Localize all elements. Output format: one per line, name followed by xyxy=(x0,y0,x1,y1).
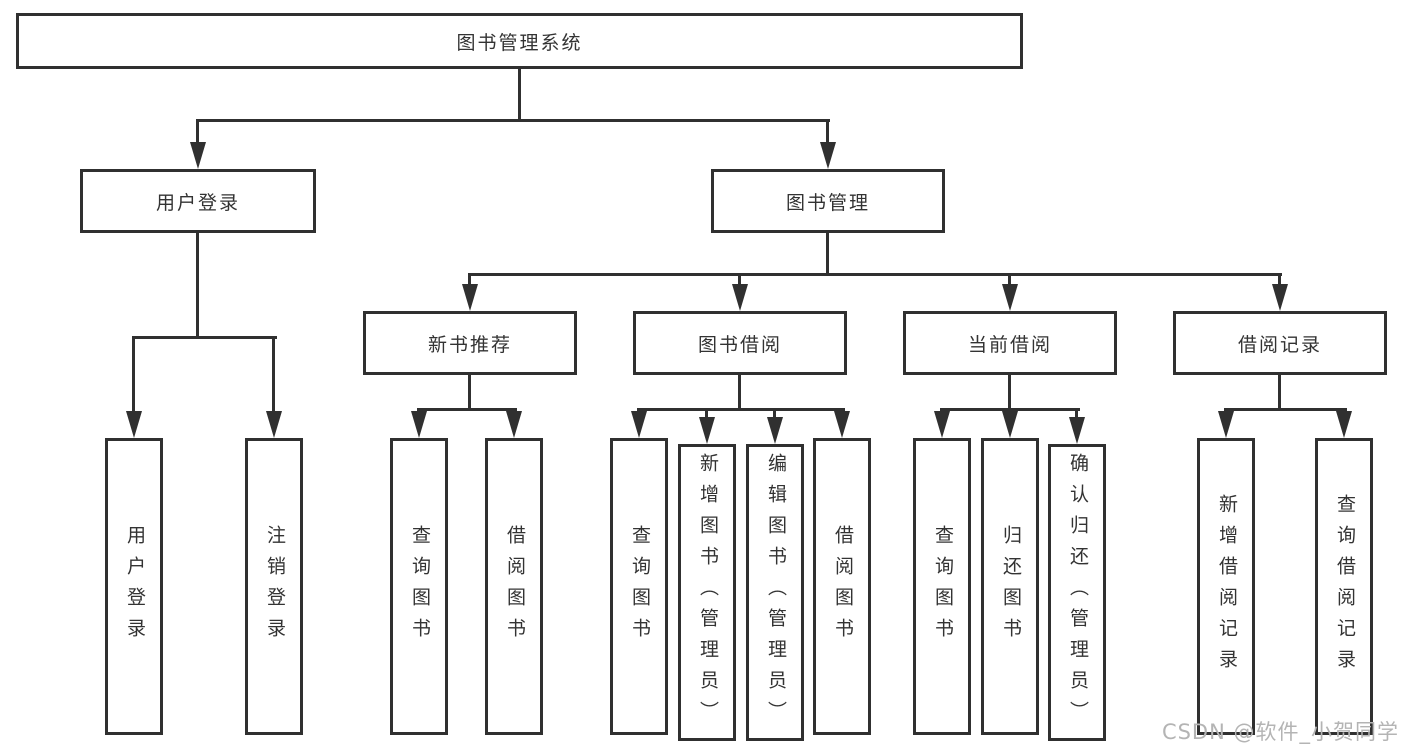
arrowhead-to-login-leaf xyxy=(126,411,142,438)
arrowhead-to-book-borrow xyxy=(732,284,748,311)
node-root-label: 图书管理系统 xyxy=(456,31,583,54)
node-book-borrow: 图书借阅 xyxy=(633,311,847,375)
connector-mgmt-stub-3 xyxy=(1008,273,1011,286)
node-book-mgmt: 图书管理 xyxy=(711,169,945,233)
node-user-login-label: 用户登录 xyxy=(155,191,240,214)
leaf-cb-return-book-label: 归还图书 xyxy=(999,524,1022,649)
connector-login-hline xyxy=(132,336,277,339)
connector-root-hline xyxy=(196,119,830,122)
connector-root-vline xyxy=(518,69,521,122)
node-book-borrow-label: 图书借阅 xyxy=(697,333,782,356)
arrowhead-to-logout-leaf xyxy=(266,411,282,438)
arrowhead-to-bb-query-book xyxy=(631,411,647,438)
leaf-user-login: 用户登录 xyxy=(105,438,163,735)
arrowhead-to-new-book-rec xyxy=(462,284,478,311)
leaf-br-query-record-label: 查询借阅记录 xyxy=(1333,493,1356,680)
leaf-cb-confirm-return: 确认归还（管理员） xyxy=(1048,444,1106,741)
leaf-bb-query-book-label: 查询图书 xyxy=(628,524,651,649)
node-book-mgmt-label: 图书管理 xyxy=(785,191,870,214)
connector-borrow-hline xyxy=(637,408,845,411)
leaf-rec-borrow-book-label: 借阅图书 xyxy=(503,524,526,649)
leaf-rec-query-book-label: 查询图书 xyxy=(408,524,431,649)
connector-records-vline xyxy=(1278,375,1281,410)
arrowhead-to-bb-borrow-book xyxy=(834,411,850,438)
connector-current-stub-3 xyxy=(1075,408,1078,419)
leaf-bb-add-book-label: 新增图书（管理员） xyxy=(696,453,719,732)
connector-root-left-stub xyxy=(196,119,199,144)
leaf-logout-label: 注销登录 xyxy=(263,524,286,649)
connector-login-vline xyxy=(196,233,199,339)
connector-rec-vline xyxy=(468,375,471,410)
connector-mgmt-vline xyxy=(826,233,829,276)
leaf-br-query-record: 查询借阅记录 xyxy=(1315,438,1373,735)
leaf-user-login-label: 用户登录 xyxy=(123,524,146,649)
arrowhead-to-borrow-records xyxy=(1272,284,1288,311)
node-borrow-records: 借阅记录 xyxy=(1173,311,1387,375)
arrowhead-to-current-borrow xyxy=(1002,284,1018,311)
connector-borrow-stub-3 xyxy=(773,408,776,419)
arrowhead-to-user-login xyxy=(190,142,206,169)
connector-mgmt-stub-4 xyxy=(1278,273,1281,286)
leaf-cb-confirm-return-label: 确认归还（管理员） xyxy=(1066,453,1089,732)
leaf-cb-query-book: 查询图书 xyxy=(913,438,971,735)
leaf-br-add-record-label: 新增借阅记录 xyxy=(1215,493,1238,680)
node-current-borrow-label: 当前借阅 xyxy=(967,333,1052,356)
connector-mgmt-stub-1 xyxy=(468,273,471,286)
leaf-bb-add-book: 新增图书（管理员） xyxy=(678,444,736,741)
leaf-bb-edit-book-label: 编辑图书（管理员） xyxy=(764,453,787,732)
arrowhead-to-cb-confirm-return xyxy=(1069,417,1085,444)
connector-borrow-vline xyxy=(738,375,741,410)
connector-login-right-stub xyxy=(272,336,275,412)
connector-current-vline xyxy=(1008,375,1011,410)
csdn-watermark: CSDN @软件_小贺同学 xyxy=(1161,720,1399,744)
node-new-book-rec: 新书推荐 xyxy=(363,311,577,375)
node-user-login: 用户登录 xyxy=(80,169,316,233)
leaf-bb-borrow-book: 借阅图书 xyxy=(813,438,871,735)
connector-mgmt-stub-2 xyxy=(738,273,741,286)
connector-root-right-stub xyxy=(826,119,829,144)
node-new-book-rec-label: 新书推荐 xyxy=(427,333,512,356)
arrowhead-to-rec-query-book xyxy=(411,411,427,438)
leaf-cb-return-book: 归还图书 xyxy=(981,438,1039,735)
node-borrow-records-label: 借阅记录 xyxy=(1237,333,1322,356)
leaf-logout: 注销登录 xyxy=(245,438,303,735)
leaf-bb-edit-book: 编辑图书（管理员） xyxy=(746,444,804,741)
arrowhead-to-cb-query-book xyxy=(934,411,950,438)
leaf-cb-query-book-label: 查询图书 xyxy=(931,524,954,649)
connector-login-left-stub xyxy=(132,336,135,412)
arrowhead-to-rec-borrow-book xyxy=(506,411,522,438)
arrowhead-to-bb-edit-book xyxy=(767,417,783,444)
connector-mgmt-hline xyxy=(468,273,1282,276)
leaf-br-add-record: 新增借阅记录 xyxy=(1197,438,1255,735)
leaf-rec-borrow-book: 借阅图书 xyxy=(485,438,543,735)
leaf-bb-query-book: 查询图书 xyxy=(610,438,668,735)
connector-borrow-stub-2 xyxy=(705,408,708,419)
leaf-rec-query-book: 查询图书 xyxy=(390,438,448,735)
arrowhead-to-book-mgmt xyxy=(820,142,836,169)
connector-rec-hline xyxy=(417,408,517,411)
leaf-bb-borrow-book-label: 借阅图书 xyxy=(831,524,854,649)
connector-current-hline xyxy=(940,408,1080,411)
node-current-borrow: 当前借阅 xyxy=(903,311,1117,375)
arrowhead-to-bb-add-book xyxy=(699,417,715,444)
arrowhead-to-cb-return-book xyxy=(1002,411,1018,438)
connector-records-hline xyxy=(1224,408,1347,411)
node-root: 图书管理系统 xyxy=(16,13,1023,69)
arrowhead-to-br-query-record xyxy=(1336,411,1352,438)
arrowhead-to-br-add-record xyxy=(1218,411,1234,438)
